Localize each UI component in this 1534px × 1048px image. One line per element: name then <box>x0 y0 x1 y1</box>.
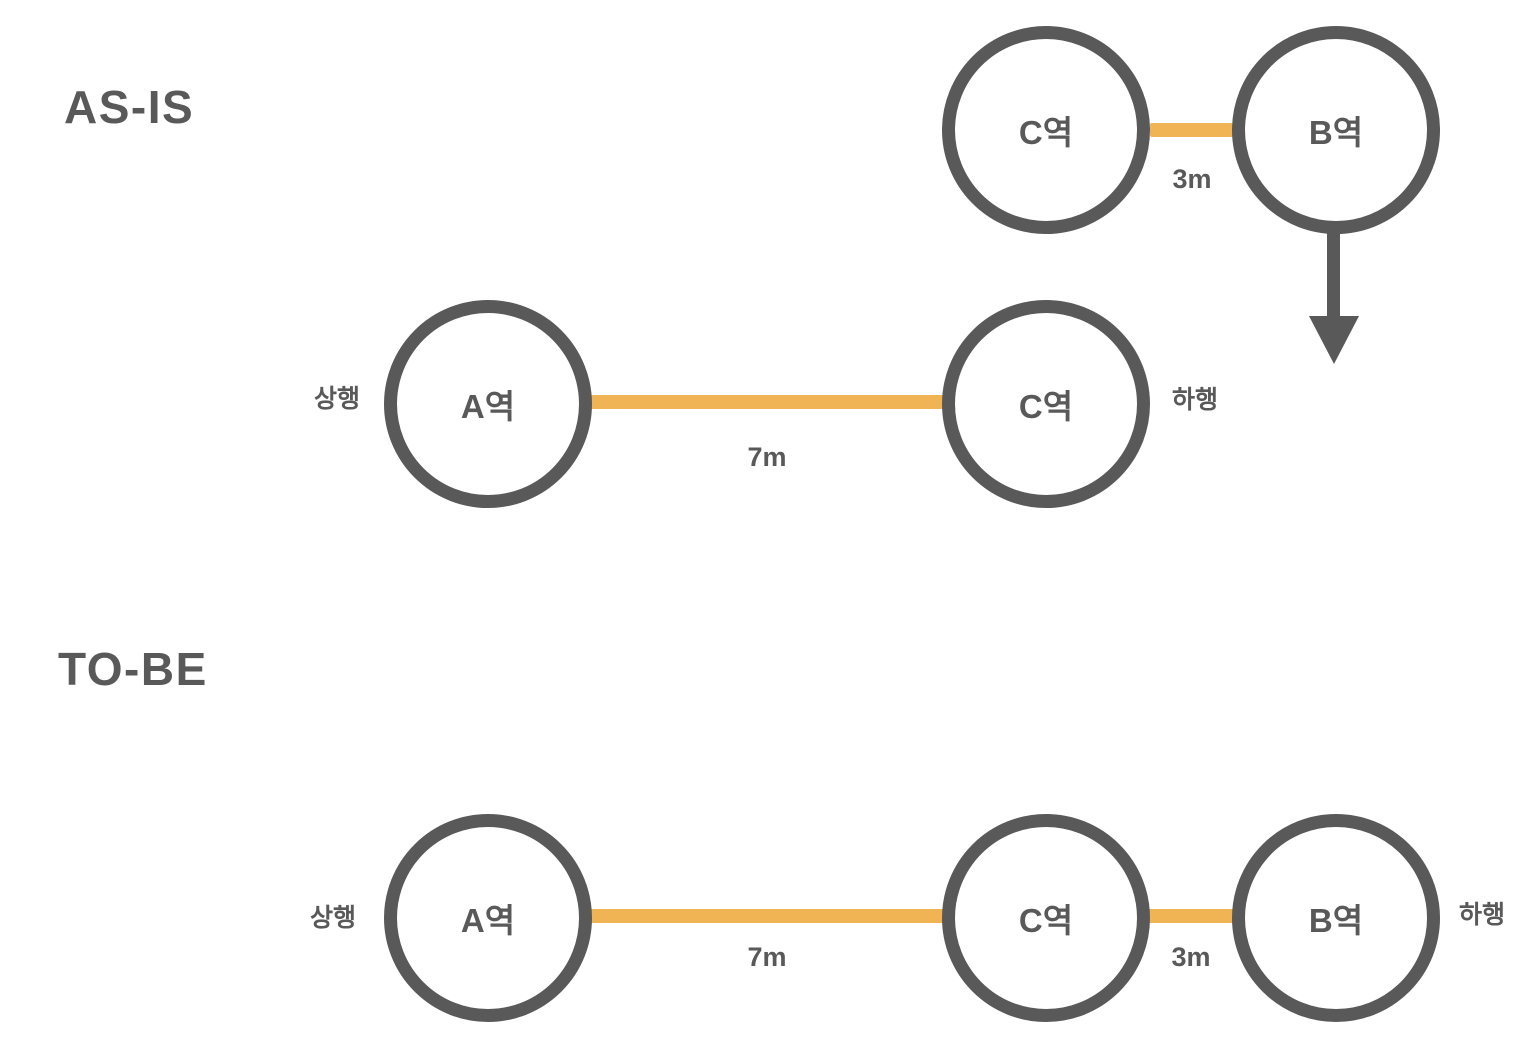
station-label: C역 <box>1018 388 1074 425</box>
direction-label-down-to-be: 하행 <box>1458 901 1505 929</box>
down-arrow-head <box>1309 316 1359 364</box>
station-node-c-to-be: C역 <box>942 814 1150 1022</box>
track-edge-a-c-as-is <box>590 395 944 409</box>
station-label: A역 <box>460 388 516 425</box>
track-edge-c-b-to-be <box>1148 909 1234 923</box>
station-node-c-as-is: C역 <box>942 300 1150 508</box>
distance-label-7m-to-be: 7m <box>747 942 787 972</box>
station-node-b-to-be: B역 <box>1232 814 1440 1022</box>
section-title-as-is: AS-IS <box>64 81 195 133</box>
station-label: A역 <box>460 902 516 939</box>
section-title-to-be: TO-BE <box>58 643 208 695</box>
station-label: C역 <box>1018 114 1074 151</box>
station-label: B역 <box>1308 114 1364 151</box>
distance-label-3m-to-be: 3m <box>1171 942 1211 972</box>
station-node-b-branch-as-is: B역 <box>1232 26 1440 234</box>
station-label: C역 <box>1018 902 1074 939</box>
down-arrow-shaft <box>1327 231 1340 317</box>
direction-label-down-as-is: 하행 <box>1171 386 1218 414</box>
station-node-a-to-be: A역 <box>384 814 592 1022</box>
station-node-c-branch-as-is: C역 <box>942 26 1150 234</box>
track-edge-a-c-to-be <box>590 909 944 923</box>
direction-label-up-as-is: 상행 <box>313 385 360 413</box>
distance-label-3m-as-is: 3m <box>1172 164 1212 194</box>
station-node-a-as-is: A역 <box>384 300 592 508</box>
track-edge-c-b-as-is <box>1150 123 1234 137</box>
distance-label-7m-as-is: 7m <box>747 442 787 472</box>
station-label: B역 <box>1308 902 1364 939</box>
direction-label-up-to-be: 상행 <box>309 904 356 932</box>
